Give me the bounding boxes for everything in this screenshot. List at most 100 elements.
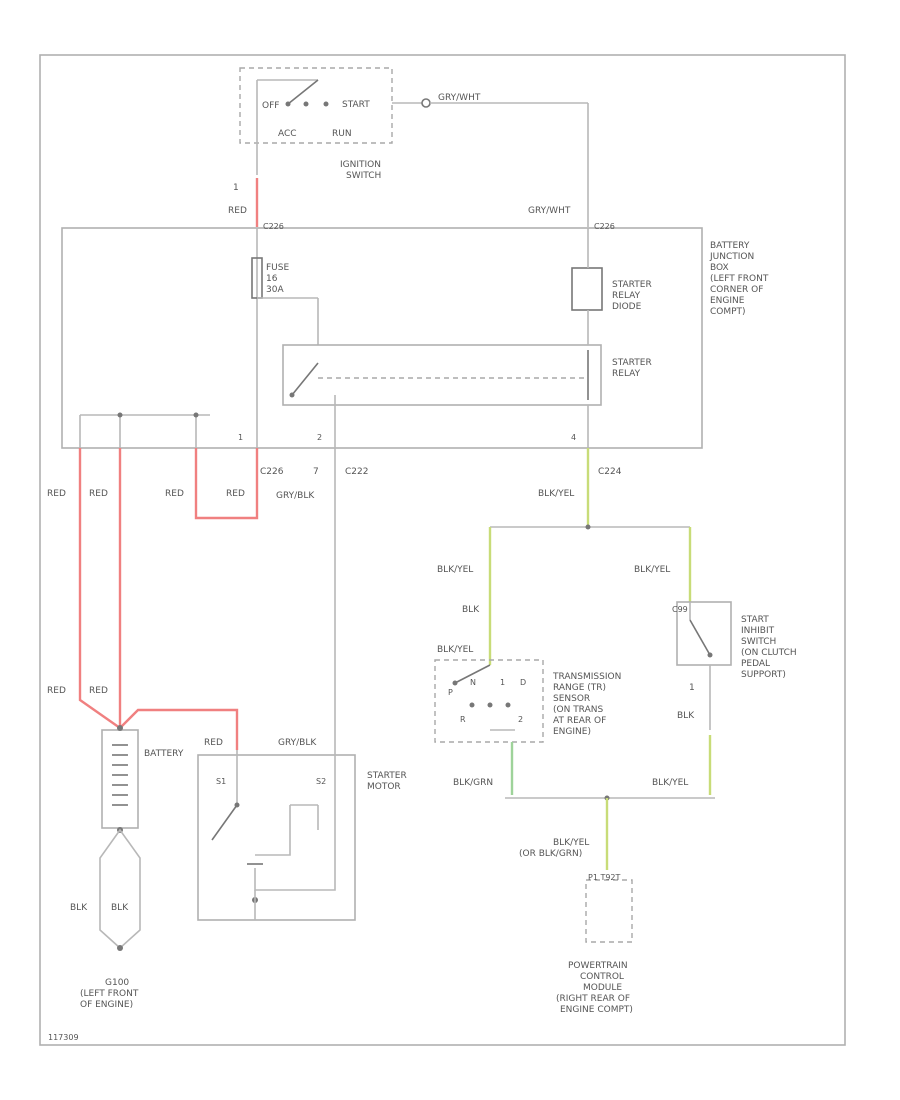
starter-relay-pivot [289, 392, 295, 398]
starter-solenoid-contact [211, 804, 238, 841]
pcm-label: POWERTRAIN CONTROL MODULE (RIGHT REAR OF… [556, 961, 633, 1015]
ignition-acc-label: ACC [278, 129, 297, 139]
ignition-switch-outline [239, 67, 393, 144]
starter-motor: S1 S2 STARTER MOTOR [197, 750, 410, 921]
starter-solenoid-terminal [234, 802, 240, 808]
battery-positive-terminal [117, 725, 123, 731]
relay-pin-right-label: 4 [571, 433, 576, 442]
starter-relay-diode-symbol [571, 267, 603, 311]
battery: BATTERY [101, 725, 184, 833]
blk-wire-label-2: BLK [111, 903, 129, 913]
start-inhibit-c-label: C99 [672, 605, 688, 614]
tr-sensor-wiper [454, 664, 491, 684]
red-wire-battery-feed-1 [78, 448, 121, 729]
red-wire-label-4: RED [226, 489, 245, 499]
jb-pin-left-label: 1 [238, 433, 243, 442]
ignition-switch-terminal [303, 101, 309, 107]
battery-junction-box-label: BATTERY JUNCTION BOX (LEFT FRONT CORNER … [709, 241, 771, 317]
blk-grn-label: BLK/GRN [453, 778, 493, 788]
c226-top-left-label: C226 [263, 222, 284, 231]
tr-contact-n [487, 702, 493, 708]
pcm-outline [585, 879, 633, 943]
ground-point [117, 945, 123, 951]
tr-2-label: 2 [518, 715, 523, 724]
gry-blk-label-2: GRY/BLK [278, 738, 317, 748]
blk-wire-label-3: BLK [462, 605, 480, 615]
c226-bottom-label: C226 [260, 467, 284, 477]
start-inhibit-switch: C99 START INHIBIT SWITCH (ON CLUTCH PEDA… [672, 601, 800, 680]
pcm-pin-label: P1 T92T [588, 873, 621, 882]
ignition-switch-contact [287, 79, 319, 105]
starter-relay-outline [282, 344, 602, 406]
red-wire-loop [194, 448, 259, 520]
diagram-frame [39, 54, 846, 1046]
tr-r-label: R [460, 715, 466, 724]
red-wire-label-1: RED [47, 489, 66, 499]
starter-relay-label: STARTER RELAY [612, 358, 655, 379]
red-wire-label-battery: RED [204, 738, 223, 748]
tr-d-label: D [520, 678, 526, 687]
c222-bottom-label: C222 [345, 467, 368, 477]
blk-yel-label-2: BLK/YEL [437, 565, 473, 575]
blk-wire-label-1: BLK [70, 903, 88, 913]
jb-splice [193, 412, 199, 418]
ignition-run-label: RUN [332, 129, 352, 139]
blk-yel-label-1: BLK/YEL [538, 489, 574, 499]
tr-1-label: 1 [500, 678, 505, 687]
ignition-switch: OFF ACC RUN START GRY/WHT IGNITION SWITC… [233, 67, 588, 193]
fuse-label: FUSE 16 30A [266, 263, 292, 295]
starter-motor-label: STARTER MOTOR [367, 771, 410, 792]
blk-yel-splice [585, 524, 591, 530]
start-inhibit-switch-outline [676, 601, 732, 666]
battery-junction-box-outline [61, 227, 703, 449]
ignition-switch-pivot [285, 101, 291, 107]
red-wire-label-2: RED [89, 489, 108, 499]
blk-yel-pcm-label: BLK/YEL (OR BLK/GRN) [519, 838, 592, 859]
red-wire-label-3: RED [165, 489, 184, 499]
gry-blk-label-1: GRY/BLK [276, 491, 315, 501]
ignition-start-terminal [421, 98, 431, 108]
tr-sensor-label: TRANSMISSION RANGE (TR) SENSOR (ON TRANS… [552, 672, 624, 737]
tr-sensor-outline [434, 659, 544, 743]
tr-p-label: P [448, 688, 453, 697]
c224-pin-label: 7 [313, 467, 319, 477]
c226-top-right-label: C226 [594, 222, 615, 231]
starter-relay-diode-label: STARTER RELAY DIODE [612, 280, 655, 312]
starter-motor-outline [197, 754, 356, 921]
starter-relay-contact [291, 362, 319, 396]
ignition-pin-label: 1 [233, 183, 239, 193]
ignition-switch-label: IGNITION SWITCH [340, 160, 384, 181]
start-inhibit-contact [689, 619, 711, 656]
footer-id: 117309 [48, 1033, 79, 1042]
blk-yel-label-3: BLK/YEL [437, 645, 473, 655]
start-inhibit-switch-label: START INHIBIT SWITCH (ON CLUTCH PEDAL SU… [741, 615, 800, 680]
battery-junction-box: C226 C226 BATTERY JUNCTION BOX (LEFT FRO… [61, 222, 771, 449]
blk-wire-label-4: BLK [677, 711, 695, 721]
blk-yel-label-4: BLK/YEL [634, 565, 670, 575]
powertrain-control-module: P1 T92T POWERTRAIN CONTROL MODULE (RIGHT… [556, 873, 633, 1015]
ignition-off-label: OFF [262, 101, 279, 111]
start-inhibit-terminal [707, 652, 713, 658]
blk-yel-label-5: BLK/YEL [652, 778, 688, 788]
starter-s2-label: S2 [316, 777, 326, 786]
ignition-start-label: START [342, 100, 370, 110]
starter-hold-winding [255, 805, 291, 856]
ignition-switch-terminal [323, 101, 329, 107]
ground-wires [99, 828, 141, 950]
ground-label: G100 (LEFT FRONT OF ENGINE) [80, 978, 141, 1010]
tr-contact-r [469, 702, 475, 708]
gry-wht-wire-label: GRY/WHT [528, 206, 571, 216]
ignition-output-wire-label: GRY/WHT [438, 93, 481, 103]
starter-s1-label: S1 [216, 777, 226, 786]
red-wire-label-6: RED [89, 686, 108, 696]
battery-label: BATTERY [144, 749, 184, 759]
tr-n-label: N [470, 678, 476, 687]
relay-pin-mid-label: 2 [317, 433, 322, 442]
tr-contact-d [505, 702, 511, 708]
red-wire-label-top: RED [228, 206, 247, 216]
start-inhibit-pin-label: 1 [689, 683, 695, 693]
starter-winding [254, 830, 336, 891]
red-wire-battery-to-starter [119, 708, 239, 750]
red-wire-label-5: RED [47, 686, 66, 696]
